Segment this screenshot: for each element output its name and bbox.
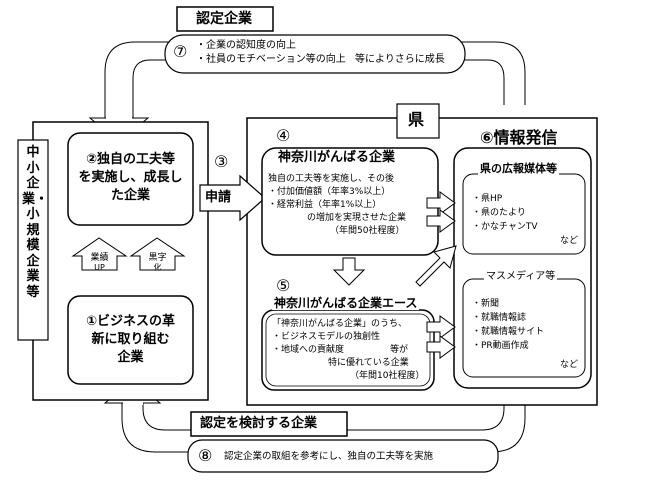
step2-line1: ②独自の工夫等 [85,152,175,167]
step3-number: ③ [214,152,229,171]
step4-title: 神奈川がんばる企業 [278,150,396,165]
step8-number: ⑧ [198,446,213,465]
step3-label: 申請 [205,190,232,205]
arrow-4-to-5 [332,257,366,286]
arrow-up-right-line2: 化 [153,263,162,272]
arrow-5-to-6-b [426,335,456,359]
step5-line1: 「神奈川がんばる企業」のうち、 [272,319,408,329]
prefecture-label: 県 [408,110,425,129]
mass-media-item: ・就職情報サイト [472,327,545,337]
step7-tail: 等によりさらに成長 [355,54,445,65]
bottom-banner-title: 認定を検討する企業 [200,416,318,431]
arrow-up-left-line2: UP [94,263,105,272]
top-banner-box [176,6,274,32]
mass-media-item: ・PR動画作成 [472,341,529,351]
pref-media-item: ・県HP [472,194,503,204]
apply-arrow [199,174,266,222]
step8-text: 認定企業の取組を参考にし、独自の工夫等を実施 [224,451,434,462]
sme-label: 中小企業・小規模企業等 [22,145,49,300]
arrow-up-right-line1: 黒字 [148,253,167,263]
step5-line5: （年間10社程度） [350,371,425,381]
step5-line3: ・地域への貢献度 [272,345,345,355]
step4-line2: ・付加価値額（年率3%以上） [268,187,391,197]
step2-line3: た企業 [110,188,150,203]
step5-line4: 特に優れている企業 [328,358,409,368]
pref-media-item: ・かなチャンTV [472,222,538,232]
step7-box [164,34,466,74]
mass-media-item: ・新聞 [472,299,500,309]
step1-line2: 新に取り組む [91,332,170,347]
step4-line5: （年間50社程度） [330,226,405,236]
step2-line2: を実施し、成長し [78,170,183,185]
bottom-banner-box [190,411,348,437]
step4-line1: 独自の工夫等を実施し、その後 [268,174,395,184]
step8-box [187,439,499,473]
step7-line1: ・企業の認知度の向上 [196,40,296,51]
pref-media-etc: など [560,236,579,246]
step2-box [67,132,194,226]
top-banner-title: 認定企業 [196,11,252,27]
arrow-up-right [129,237,186,271]
step4-number: ④ [276,126,291,145]
arrow-up-left-line1: 業績 [90,253,109,263]
arrow-4-to-6-b [426,209,456,233]
step5-line2: ・ビジネスモデルの独創性 [272,332,381,342]
arrow-up-left [71,237,128,271]
mass-media-title: マスメディア等 [484,271,558,283]
arrow-5-to-6-a [426,315,456,339]
step5-title: 神奈川がんばる企業エース [272,296,420,311]
step1-line1: ①ビジネスの革 [85,314,175,329]
prefecture-label-box [396,103,440,139]
mass-media-item: ・就職情報誌 [472,313,527,323]
mass-media-etc: など [560,360,579,370]
step4-line4: の増加を実現させた企業 [307,213,407,223]
arrow-4-to-6-a [426,191,456,215]
step5-number: ⑤ [276,276,291,295]
pref-media-title: 県の広報媒体等 [478,162,559,176]
step5-line3-tail: 等が [390,345,409,355]
step4-line3: ・経常利益（年率1%以上） [268,200,382,210]
pref-media-item: ・県のたより [472,208,526,218]
step7-line2: ・社員のモチベーション等の向上 [196,54,346,65]
arrow-diagonal [415,245,457,287]
step6-title: ⑥情報発信 [480,128,558,147]
step1-box [67,295,194,385]
step1-line3: 企業 [117,350,144,365]
sme-label-box [17,139,49,341]
step7-number: ⑦ [173,42,188,61]
